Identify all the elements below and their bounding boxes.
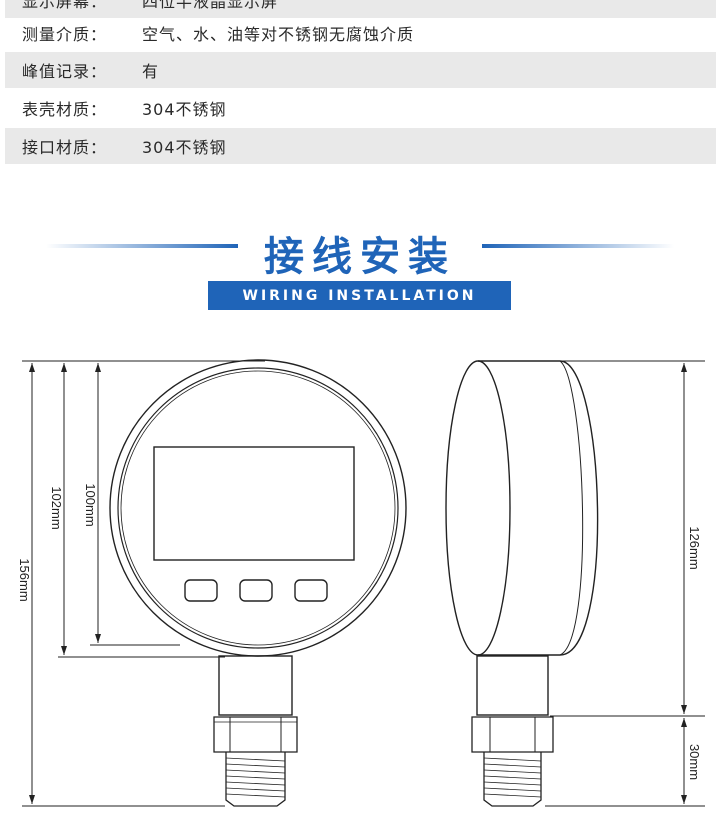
front-button-1: [184, 579, 218, 602]
spec-label: 测量介质：: [22, 25, 108, 44]
section-subtitle: WIRING INSTALLATION: [208, 281, 511, 310]
spec-label: 接口材质：: [22, 138, 108, 157]
spec-value: 304不锈钢: [142, 100, 227, 119]
spec-value: 304不锈钢: [142, 138, 227, 157]
dim-label-side-height: 126mm: [687, 526, 702, 569]
spec-label: 表壳材质：: [22, 100, 108, 119]
spec-row-display: 显示屏幕： 四位半液晶显示屏: [5, 0, 716, 18]
spec-row-peak: 峰值记录： 有: [5, 52, 716, 88]
gauge-dimension-drawing: 156mm 102mm 100mm 126mm 30mm: [17, 359, 705, 807]
dim-label-display-window: 100mm: [83, 483, 98, 526]
front-button-2: [239, 579, 273, 602]
front-button-3: [294, 579, 328, 602]
spec-row-case-material: 表壳材质： 304不锈钢: [5, 90, 716, 126]
dim-label-thread-length: 30mm: [687, 744, 702, 780]
spec-value: 空气、水、油等对不锈钢无腐蚀介质: [142, 25, 415, 44]
side-face: [445, 360, 511, 656]
spec-row-connector-material: 接口材质： 304不锈钢: [5, 128, 716, 164]
spec-value: 四位半液晶显示屏: [142, 0, 279, 11]
section-title: 接线安装: [264, 234, 456, 280]
spec-label: 峰值记录：: [22, 62, 108, 81]
dim-label-case-diameter: 102mm: [49, 486, 64, 529]
spec-row-medium: 测量介质： 空气、水、油等对不锈钢无腐蚀介质: [5, 15, 716, 51]
dim-label-total-height: 156mm: [17, 558, 32, 601]
title-divider-right: [482, 244, 674, 248]
spec-value: 有: [142, 62, 160, 81]
lcd-window: [153, 446, 355, 561]
section-header: 接线安装 WIRING INSTALLATION: [0, 218, 720, 318]
front-stem: [218, 655, 293, 716]
gauge-inner-ring: [117, 367, 399, 649]
side-stem: [476, 655, 549, 716]
title-divider-left: [46, 244, 238, 248]
spec-label: 显示屏幕：: [22, 0, 108, 11]
